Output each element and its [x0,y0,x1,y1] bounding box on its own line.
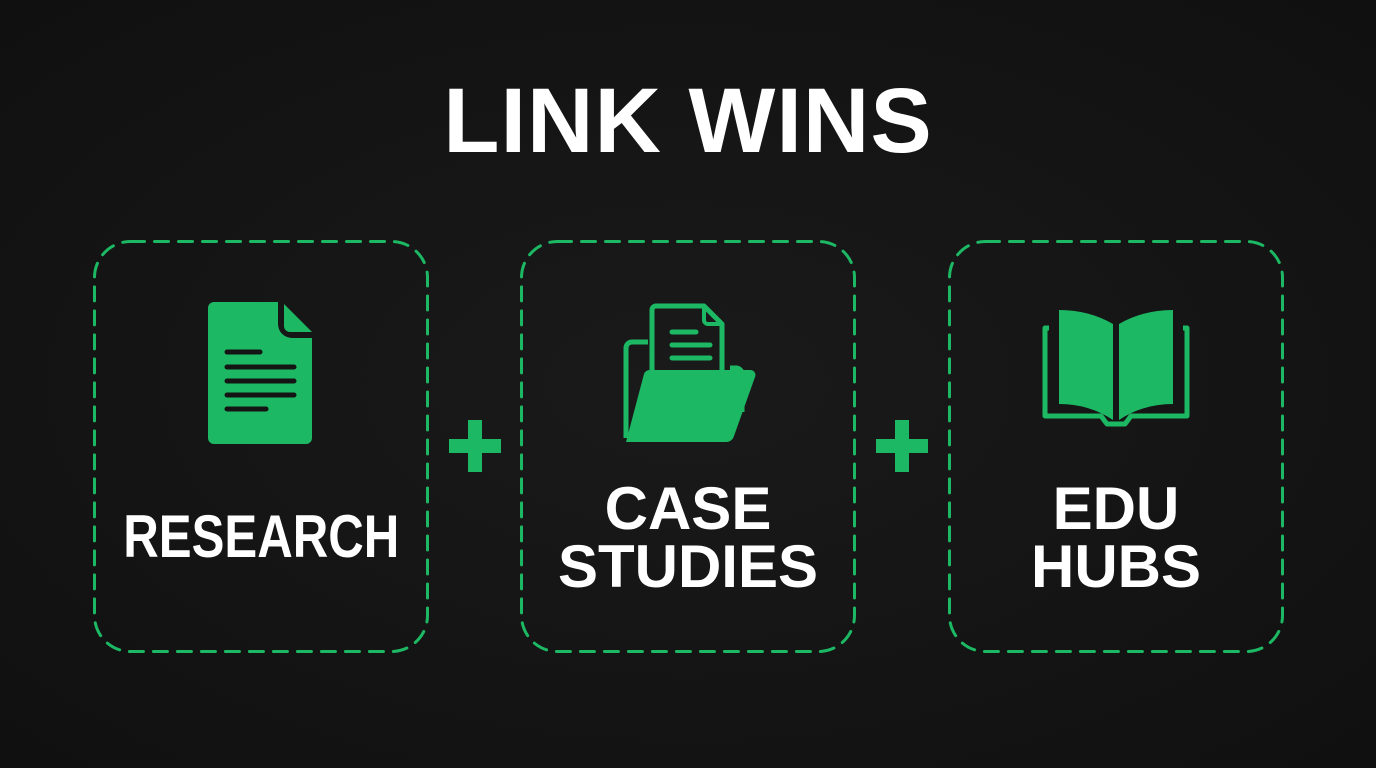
card-label: RESEARCH [123,503,400,570]
card-label-line-1: CASE [604,475,772,542]
card-case-studies: CASE STUDIES [520,240,856,653]
dashed-border [948,240,1284,653]
folder-document-icon [623,303,756,442]
card-research: RESEARCH [93,240,429,653]
plus-icon [449,420,501,472]
card-label-line-2: HUBS [1030,533,1201,600]
card-edu-hubs: EDU HUBS [948,240,1284,653]
dashed-border [93,240,429,653]
plus-icon [876,420,928,472]
dashed-border [520,240,856,653]
document-icon [208,302,312,444]
open-book-icon [1042,310,1190,427]
card-label-line-2: STUDIES [557,533,819,600]
page-title: LINK WINS [443,70,933,172]
card-label-line-1: EDU [1052,475,1180,542]
